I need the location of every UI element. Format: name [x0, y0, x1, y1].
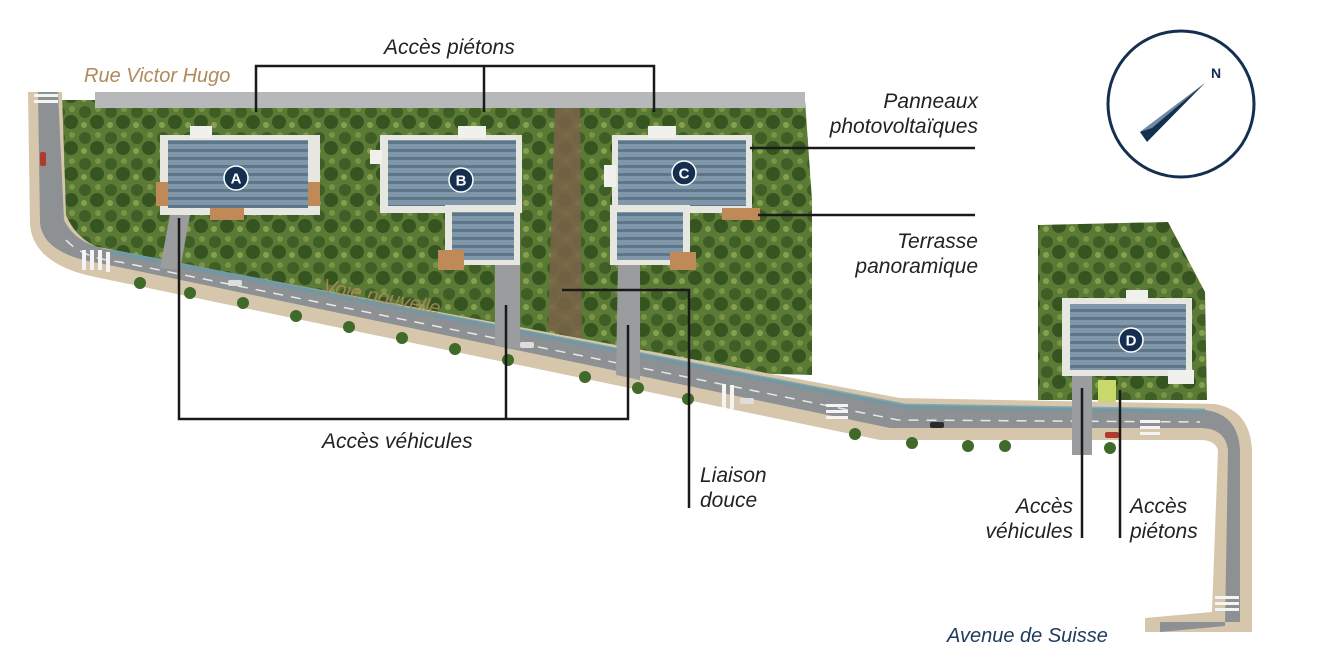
label-acces-pietons-d-line2: piétons [1129, 520, 1198, 543]
rue-victor-hugo-road [95, 92, 805, 108]
svg-text:D: D [1126, 333, 1137, 350]
building-badges: A B C D [223, 160, 1144, 353]
compass-icon: N [1106, 29, 1256, 179]
label-panneaux-line1: Panneaux [883, 90, 979, 113]
callout-lines [177, 64, 1122, 538]
label-liaison-line1: Liaison [700, 464, 767, 487]
label-acces-vehicules-d-line1: Accès [1014, 495, 1074, 518]
label-acces-vehicules-d-line2: véhicules [985, 520, 1073, 543]
badge-c[interactable]: C [671, 160, 697, 186]
label-panneaux-line2: photovoltaïques [829, 115, 979, 138]
building-b[interactable] [370, 126, 522, 270]
badge-b[interactable]: B [448, 167, 474, 193]
badge-a[interactable]: A [223, 165, 249, 191]
badge-d[interactable]: D [1118, 327, 1144, 353]
street-rue-victor-hugo: Rue Victor Hugo [84, 65, 230, 87]
callout-liaison-douce [562, 288, 691, 508]
svg-text:A: A [231, 171, 242, 188]
label-terrasse-line2: panoramique [854, 255, 978, 278]
label-acces-pietons-d-line1: Accès [1128, 495, 1188, 518]
svg-text:B: B [456, 173, 467, 190]
svg-text:C: C [679, 166, 690, 183]
callout-acces-pietons-top [254, 64, 656, 112]
liaison-douce-path [548, 100, 582, 340]
callout-acces-vehicules [177, 218, 630, 421]
label-terrasse-line1: Terrasse [897, 230, 978, 253]
label-acces-vehicules: Accès véhicules [320, 430, 473, 453]
street-avenue-de-suisse: Avenue de Suisse [946, 625, 1108, 647]
label-acces-pietons-top: Accès piétons [382, 36, 515, 59]
building-a[interactable] [156, 126, 320, 220]
compass-north-label: N [1211, 65, 1221, 81]
label-liaison-line2: douce [700, 489, 757, 512]
